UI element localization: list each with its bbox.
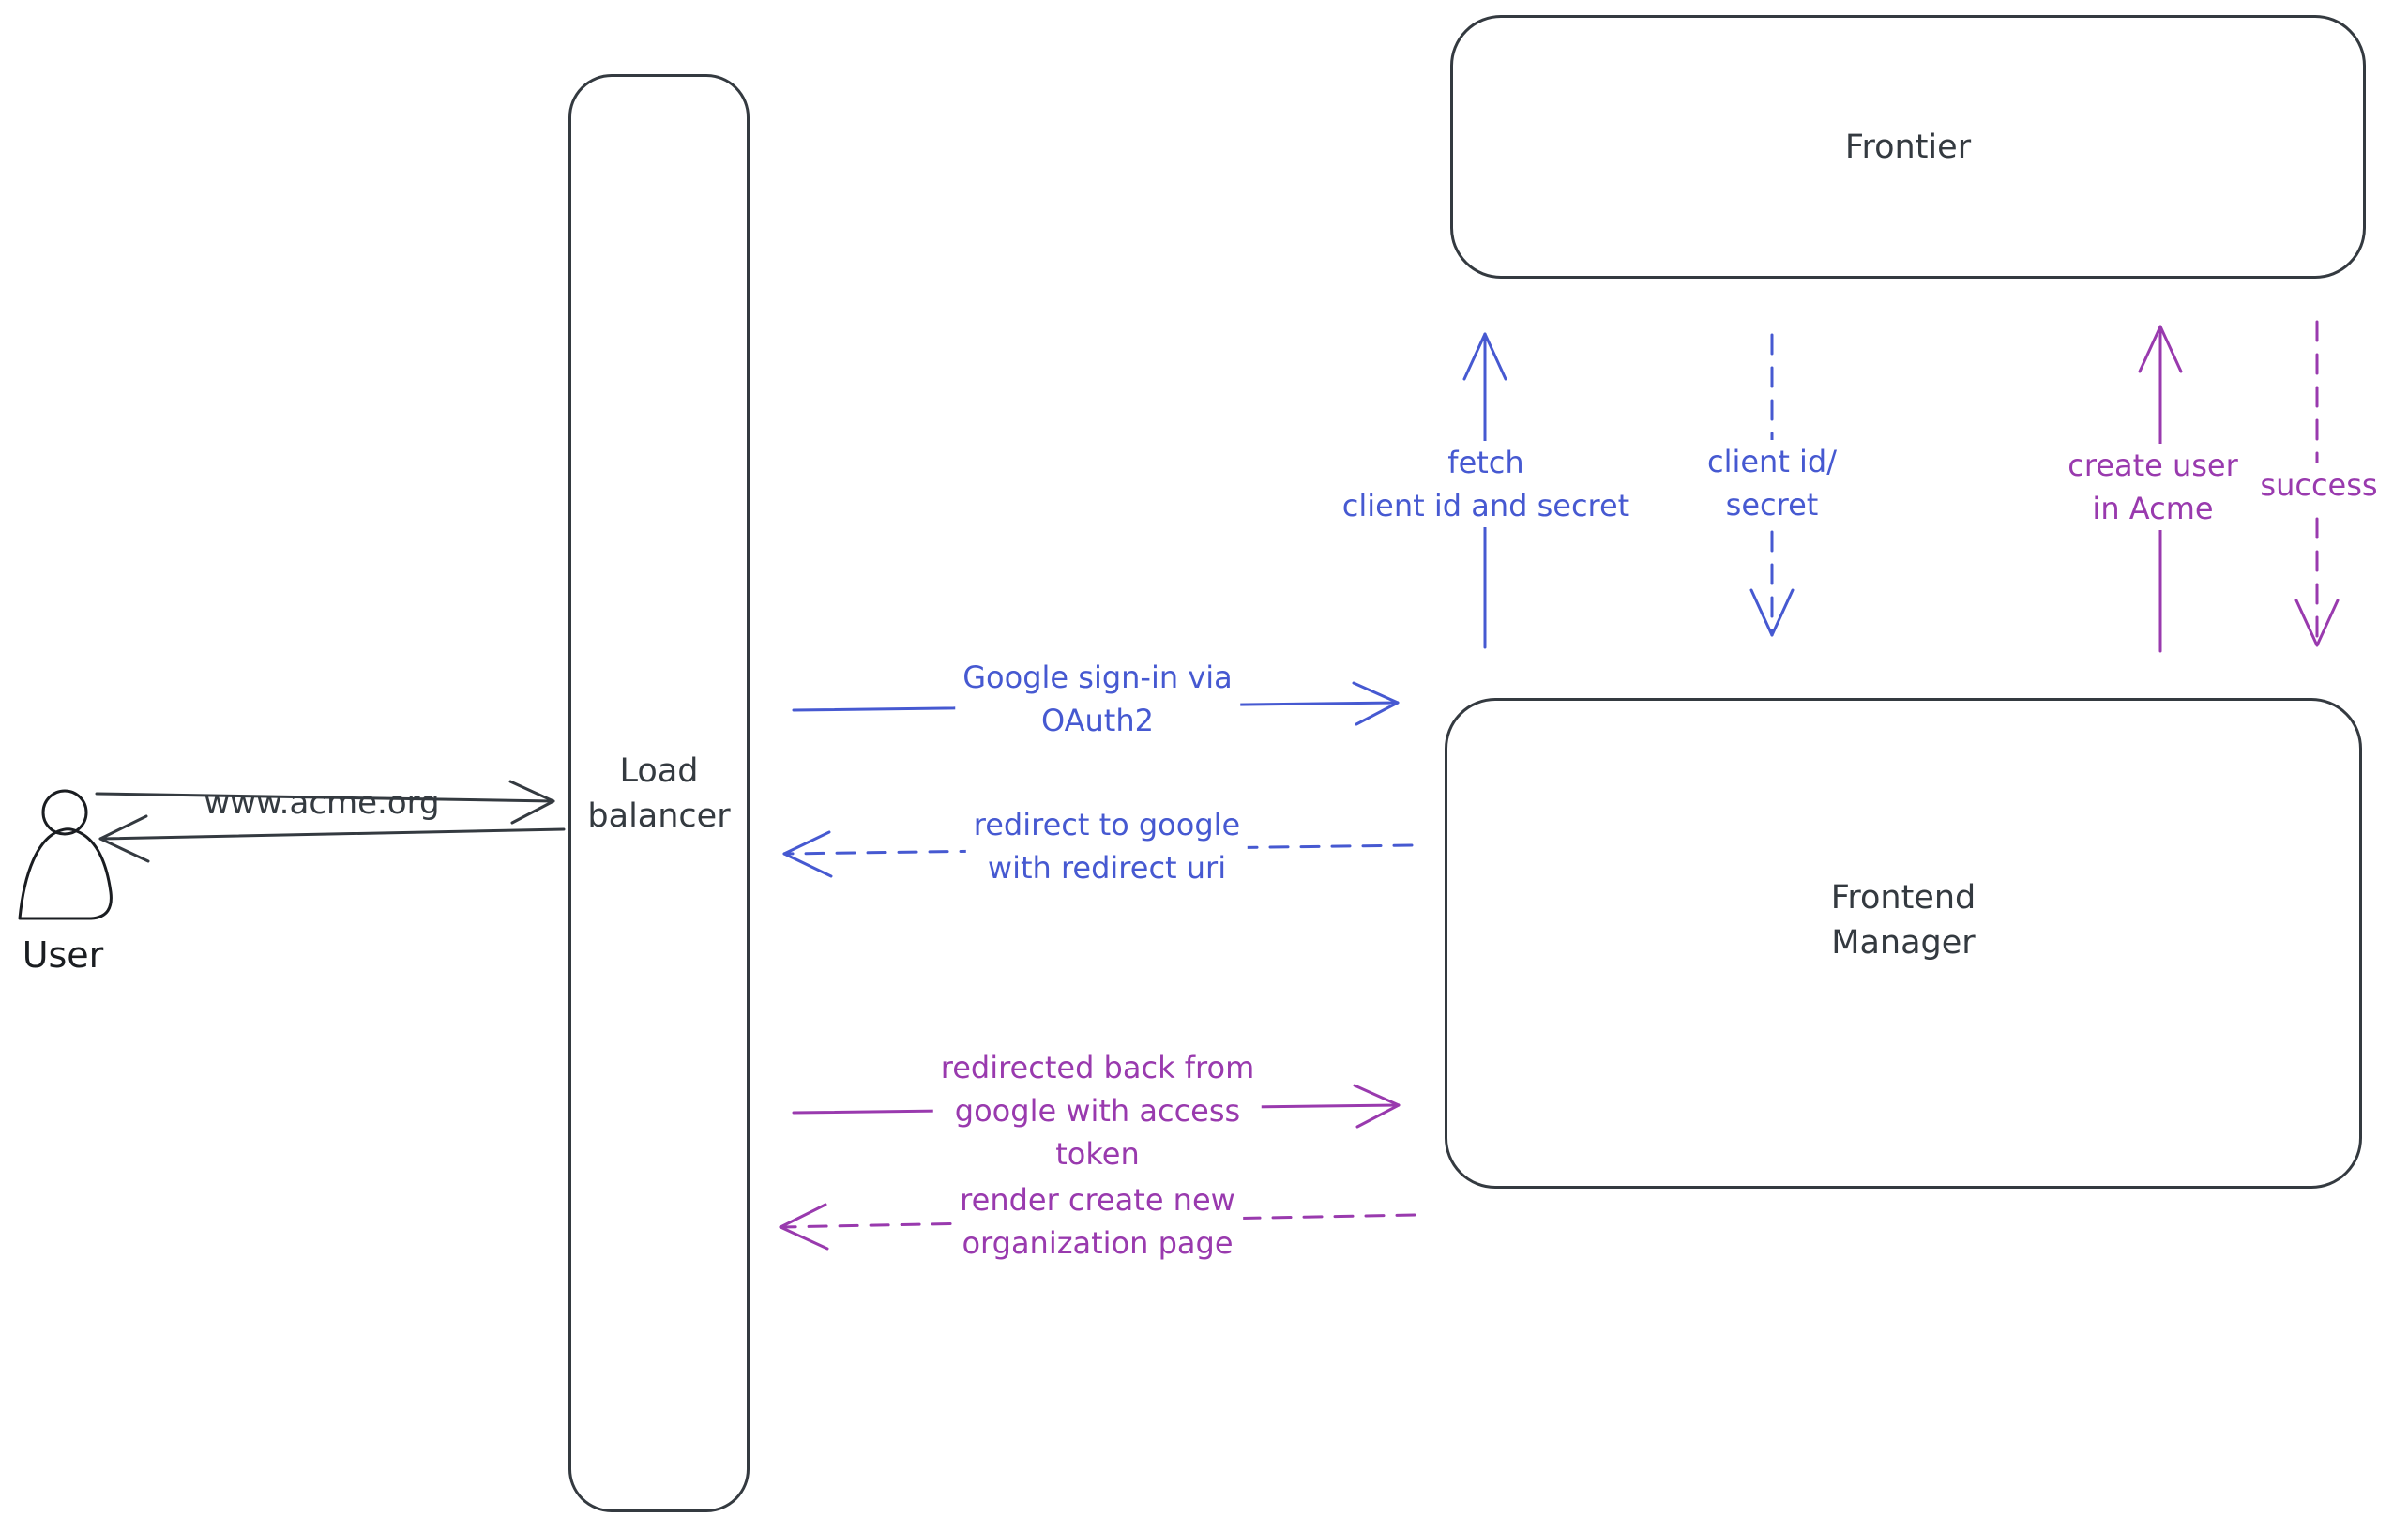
user-icon[interactable] (18, 789, 113, 920)
arrow-head (508, 780, 555, 825)
arrow-head (1462, 332, 1507, 381)
arrow-label-create-user[interactable]: create user in Acme (2060, 444, 2246, 530)
arrow-head (98, 814, 150, 863)
arrow-shaft (98, 827, 566, 841)
arrow-label-www-acme[interactable]: www.acme.org (204, 784, 440, 822)
arrow-head (779, 1203, 829, 1251)
node-frontier[interactable]: Frontier (1450, 15, 2366, 279)
arrow-success[interactable] (2294, 320, 2340, 647)
arrow-user-to-lb[interactable] (95, 780, 555, 825)
user-icon-body (18, 827, 113, 920)
arrow-head (1353, 1084, 1401, 1129)
arrow-lb-to-user[interactable] (98, 814, 566, 863)
arrow-label-google-signin[interactable]: Google sign-in via OAuth2 (955, 656, 1240, 742)
frontend-manager-label: Frontend Manager (1830, 878, 1976, 962)
load-balancer-label: Load balancer (587, 751, 731, 835)
frontier-label: Frontier (1844, 128, 1972, 166)
node-frontend-manager[interactable]: Frontend Manager (1445, 698, 2362, 1189)
arrow-head (2138, 325, 2183, 373)
user-label[interactable]: User (22, 934, 104, 976)
arrow-label-render-org-page[interactable]: render create new organization page (952, 1178, 1243, 1265)
arrow-label-success[interactable]: success (2252, 463, 2385, 507)
arrow-head (2294, 599, 2340, 647)
arrow-label-fetch-credentials[interactable]: fetch client id and secret (1334, 441, 1638, 527)
node-load-balancer[interactable]: Load balancer (568, 74, 750, 1512)
arrow-label-redirect-google[interactable]: redirect to google with redirect uri (965, 803, 1249, 889)
arrow-head (782, 830, 833, 878)
arrow-head (1352, 681, 1400, 726)
arrow-shaft (95, 792, 555, 803)
user-icon-head (41, 789, 88, 836)
arrow-head (1749, 588, 1795, 637)
arrow-label-redirected-back[interactable]: redirected back from google with access … (932, 1046, 1263, 1176)
arrow-label-client-id-secret[interactable]: client id/ secret (1699, 440, 1845, 526)
